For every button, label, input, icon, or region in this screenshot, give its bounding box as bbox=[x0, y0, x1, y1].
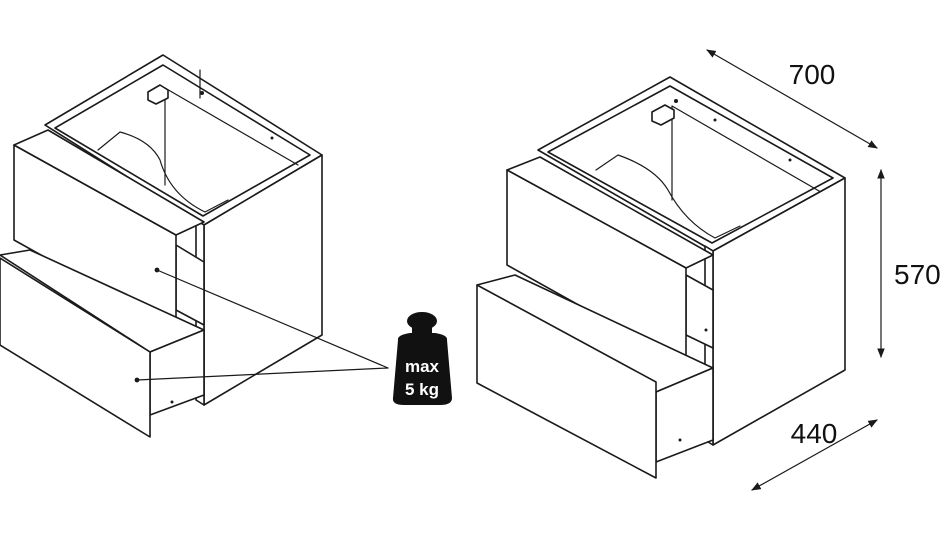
left-wall-bracket bbox=[147, 84, 169, 105]
weight-pointer-lines bbox=[136, 269, 389, 381]
dimension-width: 700 bbox=[706, 49, 878, 149]
height-label: 570 bbox=[894, 259, 940, 290]
left-lower-drawer-front bbox=[0, 257, 151, 438]
right-cabinet bbox=[476, 76, 846, 479]
dimension-height: 570 bbox=[877, 169, 940, 358]
left-upper-drawer-top bbox=[13, 129, 205, 236]
depth-label: 440 bbox=[791, 418, 838, 449]
left-cabinet bbox=[0, 54, 323, 438]
dimension-depth: 440 bbox=[751, 418, 878, 491]
right-carcass-opening bbox=[547, 85, 834, 244]
weight-value-label: 5 kg bbox=[405, 380, 439, 399]
width-label: 700 bbox=[789, 59, 836, 90]
weight-max-label: max bbox=[405, 357, 440, 376]
left-siphon-cutout bbox=[97, 131, 229, 213]
right-lower-drawer-front bbox=[476, 284, 657, 479]
weight-icon: max 5 kg bbox=[392, 312, 452, 405]
right-back-panel bbox=[671, 105, 827, 201]
right-wall-bracket bbox=[651, 104, 675, 126]
right-siphon-cutout bbox=[595, 154, 741, 239]
left-back-panel bbox=[164, 87, 299, 186]
left-carcass-opening bbox=[54, 64, 311, 217]
